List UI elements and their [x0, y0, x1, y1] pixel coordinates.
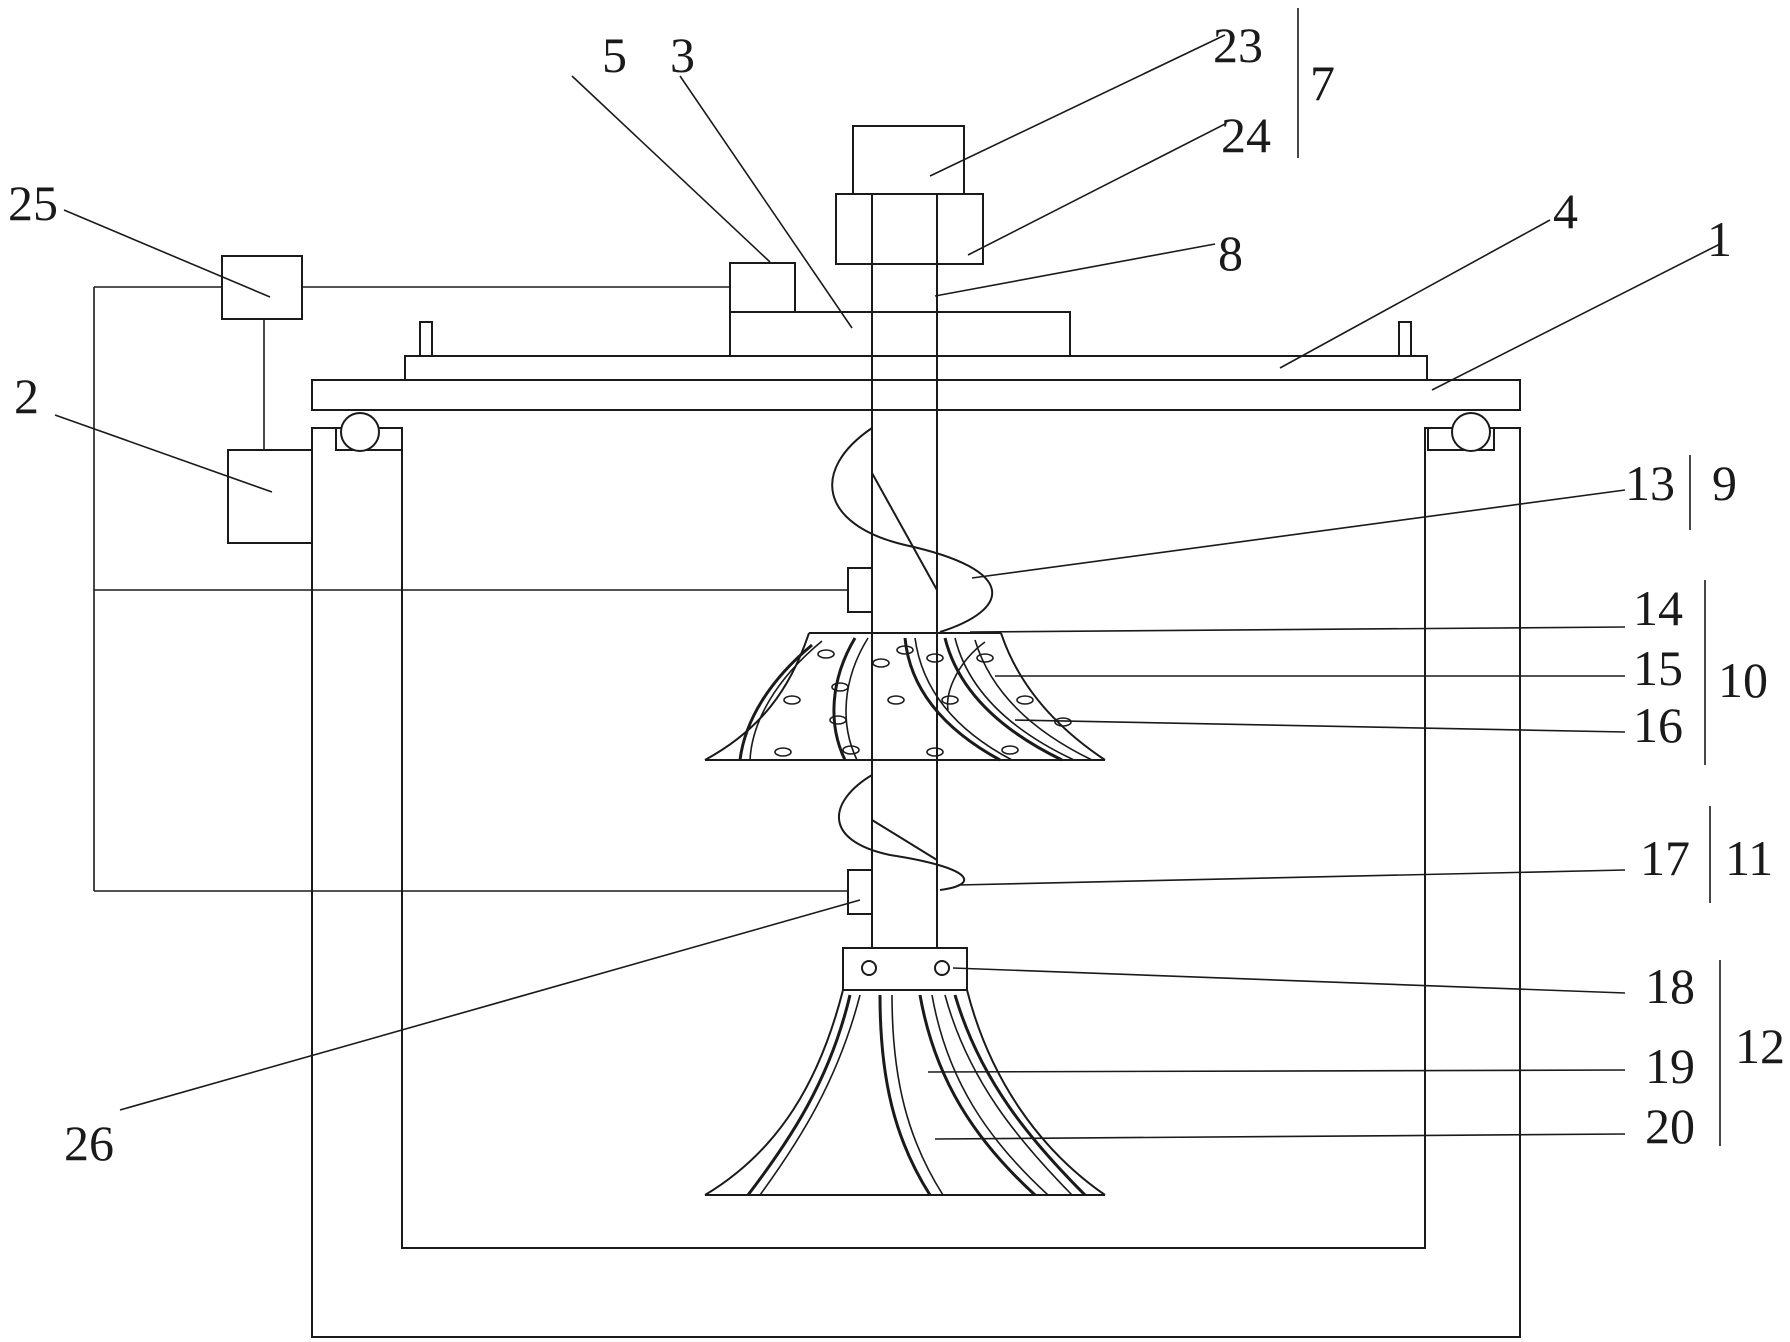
label-19: 19 — [1645, 1038, 1695, 1094]
lower-cone-stirrer — [704, 989, 1106, 1197]
part-labels: 23 7 24 5 3 25 8 4 1 2 13 9 14 15 10 16 … — [8, 17, 1785, 1171]
label-4: 4 — [1553, 183, 1578, 239]
motor — [852, 125, 965, 195]
label-10: 10 — [1718, 652, 1768, 708]
label-8: 8 — [1218, 225, 1243, 281]
tank-outer-wall — [311, 427, 1521, 1338]
label-3: 3 — [670, 27, 695, 83]
right-pin — [1398, 321, 1412, 357]
label-9: 9 — [1712, 455, 1737, 511]
label-7: 7 — [1310, 55, 1335, 111]
control-unit — [221, 255, 303, 320]
label-16: 16 — [1633, 697, 1683, 753]
label-13: 13 — [1625, 455, 1675, 511]
mounting-plate — [404, 355, 1428, 381]
label-24: 24 — [1221, 107, 1271, 163]
upper-sensor — [847, 567, 873, 613]
label-23: 23 — [1213, 17, 1263, 73]
drive-base — [729, 311, 1071, 357]
label-17: 17 — [1640, 830, 1690, 886]
label-26: 26 — [64, 1115, 114, 1171]
label-14: 14 — [1633, 580, 1683, 636]
label-20: 20 — [1645, 1098, 1695, 1154]
power-unit — [227, 449, 313, 544]
label-18: 18 — [1645, 958, 1695, 1014]
controller-box — [729, 262, 796, 313]
wiring — [93, 286, 848, 892]
label-25: 25 — [8, 175, 58, 231]
left-roller-support — [335, 412, 403, 452]
label-15: 15 — [1633, 640, 1683, 696]
group-brackets — [1297, 8, 1721, 1146]
label-2: 2 — [14, 368, 39, 424]
right-roller-support — [1427, 412, 1495, 452]
label-12: 12 — [1735, 1018, 1785, 1074]
reducer — [835, 193, 984, 265]
label-1: 1 — [1707, 211, 1732, 267]
top-plate — [311, 379, 1521, 411]
upper-cone-stirrer — [704, 632, 1106, 762]
leader-lines — [54, 34, 1721, 1140]
clamp-collar — [842, 947, 968, 991]
label-5: 5 — [602, 27, 627, 83]
upper-helix-blade — [831, 427, 993, 633]
lower-helix-blade — [838, 774, 966, 891]
label-11: 11 — [1725, 830, 1773, 886]
lower-sensor — [847, 869, 873, 915]
left-pin — [419, 321, 433, 357]
